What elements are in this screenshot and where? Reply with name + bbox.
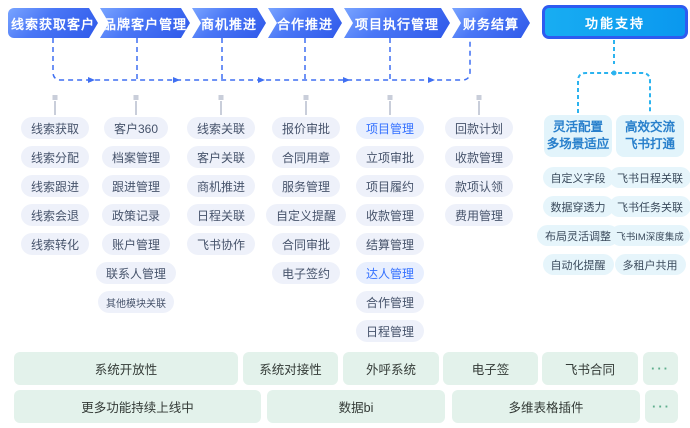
- feature-pill: 费用管理: [444, 204, 513, 226]
- feature-column-6: 回款计划收款管理款项认领费用管理: [414, 117, 544, 226]
- support-group-header: 灵活配置多场景适应: [544, 115, 612, 157]
- feature-pill: 线索获取: [20, 117, 89, 139]
- feature-column-2: 客户360 档案管理跟进管理政策记录账户管理联系人管理其他模块关联: [71, 117, 201, 313]
- flow-bracket-line: [52, 38, 471, 81]
- feature-column-3: 线索关联客户关联商机推进日程关联飞书协作: [156, 117, 286, 255]
- feature-pill: 收款管理: [355, 204, 424, 226]
- feature-pill: 日程管理: [355, 320, 424, 342]
- feature-pill: 客户360: [103, 117, 169, 139]
- support-pill: 飞书任务关联: [609, 196, 690, 217]
- support-pill: 布局灵活调整: [537, 225, 619, 246]
- support-group-header: 高效交流飞书打通: [616, 115, 684, 157]
- column-stem-caps: [52, 95, 482, 100]
- capability-box: 飞书合同: [542, 352, 638, 385]
- feature-pill: 政策记录: [101, 204, 170, 226]
- support-pill: 多租户共用: [614, 254, 686, 275]
- more-ellipsis-box: ···: [645, 390, 678, 423]
- feature-pill: 跟进管理: [101, 175, 170, 197]
- feature-pill: 电子签约: [271, 262, 340, 284]
- capability-box: 外呼系统: [343, 352, 439, 385]
- feature-pill: 收款管理: [444, 146, 513, 168]
- stage-pill-5: 项目执行管理: [344, 8, 450, 38]
- stage-pill-2: 品牌客户管理: [100, 8, 190, 38]
- support-pill: 自动化提醒: [542, 254, 614, 275]
- feature-pill: 线索跟进: [20, 175, 89, 197]
- feature-pill: 飞书协作: [186, 233, 255, 255]
- feature-pill: 合同审批: [271, 233, 340, 255]
- feature-pill: 账户管理: [101, 233, 170, 255]
- feature-pill: 合同用章: [271, 146, 340, 168]
- feature-pill: 档案管理: [101, 146, 170, 168]
- column-stems: [54, 101, 480, 115]
- capability-box: 电子签: [443, 352, 538, 385]
- flow-drop-lines: [136, 38, 391, 80]
- capability-box: 更多功能持续上线中: [14, 390, 261, 423]
- feature-pill: 联系人管理: [95, 262, 176, 284]
- support-title-box: 功能支持: [542, 5, 688, 39]
- support-title: 功能支持: [545, 8, 685, 36]
- feature-pill: 项目履约: [355, 175, 424, 197]
- support-pill: 飞书日程关联: [609, 167, 690, 188]
- feature-pill: 客户关联: [186, 146, 255, 168]
- support-junction-dot: [611, 70, 617, 76]
- capability-box: 数据bi: [267, 390, 445, 423]
- support-group-1: 灵活配置多场景适应自定义字段数据穿透力布局灵活调整自动化提醒: [537, 115, 619, 283]
- feature-column-4: 报价审批合同用章服务管理自定义提醒合同审批电子签约: [241, 117, 371, 284]
- flow-arrowheads: [88, 77, 435, 83]
- support-pill: 数据穿透力: [542, 196, 614, 217]
- capability-box: 多维表格插件: [452, 390, 640, 423]
- feature-pill: 线索转化: [20, 233, 89, 255]
- feature-pill: 报价审批: [271, 117, 340, 139]
- feature-pill: 其他模块关联: [98, 291, 174, 313]
- feature-pill: 线索会退: [20, 204, 89, 226]
- feature-pill: 线索分配: [20, 146, 89, 168]
- feature-pill: 达人管理: [355, 262, 424, 284]
- support-bracket-line: [577, 72, 651, 113]
- capability-box: 系统开放性: [14, 352, 238, 385]
- feature-pill: 回款计划: [444, 117, 513, 139]
- feature-pill: 日程关联: [186, 204, 255, 226]
- support-pill: 自定义字段: [542, 167, 614, 188]
- feature-column-5: 项目管理立项审批项目履约收款管理结算管理达人管理合作管理日程管理: [325, 117, 455, 342]
- support-pill: 飞书IM深度集成: [610, 225, 690, 246]
- feature-pill: 款项认领: [444, 175, 513, 197]
- feature-pill: 结算管理: [355, 233, 424, 255]
- feature-pill: 线索关联: [186, 117, 255, 139]
- feature-pill: 自定义提醒: [265, 204, 346, 226]
- stage-pill-3: 商机推进: [192, 8, 266, 38]
- stage-pill-6: 财务结算: [452, 8, 530, 38]
- stage-pill-1: 线索获取客户: [8, 8, 98, 38]
- feature-pill: 合作管理: [355, 291, 424, 313]
- feature-pill: 立项审批: [355, 146, 424, 168]
- support-group-2: 高效交流飞书打通飞书日程关联飞书任务关联飞书IM深度集成多租户共用: [609, 115, 690, 283]
- feature-column-1: 线索获取线索分配线索跟进线索会退线索转化: [0, 117, 120, 255]
- stage-pill-4: 合作推进: [268, 8, 342, 38]
- capability-box: 系统对接性: [243, 352, 338, 385]
- feature-pill: 服务管理: [271, 175, 340, 197]
- feature-pill: 项目管理: [355, 117, 424, 139]
- more-ellipsis-box: ···: [643, 352, 678, 385]
- feature-pill: 商机推进: [186, 175, 255, 197]
